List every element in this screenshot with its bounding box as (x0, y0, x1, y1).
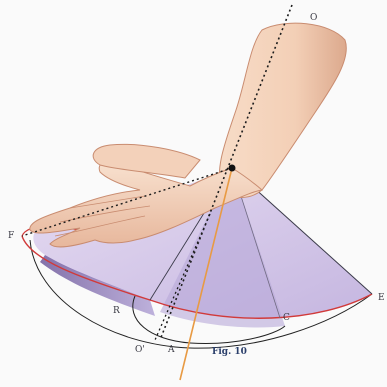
label-f: F (8, 231, 14, 241)
label-r: R (113, 306, 120, 316)
label-o: O (310, 13, 317, 23)
label-oprime: O' (135, 345, 145, 355)
wrist-pivot-point (229, 165, 236, 172)
forearm (219, 23, 346, 197)
label-e: E (378, 293, 385, 303)
figure-caption: Fig. 10 (212, 347, 247, 357)
label-c: C (283, 313, 290, 323)
label-a: A (167, 345, 175, 355)
